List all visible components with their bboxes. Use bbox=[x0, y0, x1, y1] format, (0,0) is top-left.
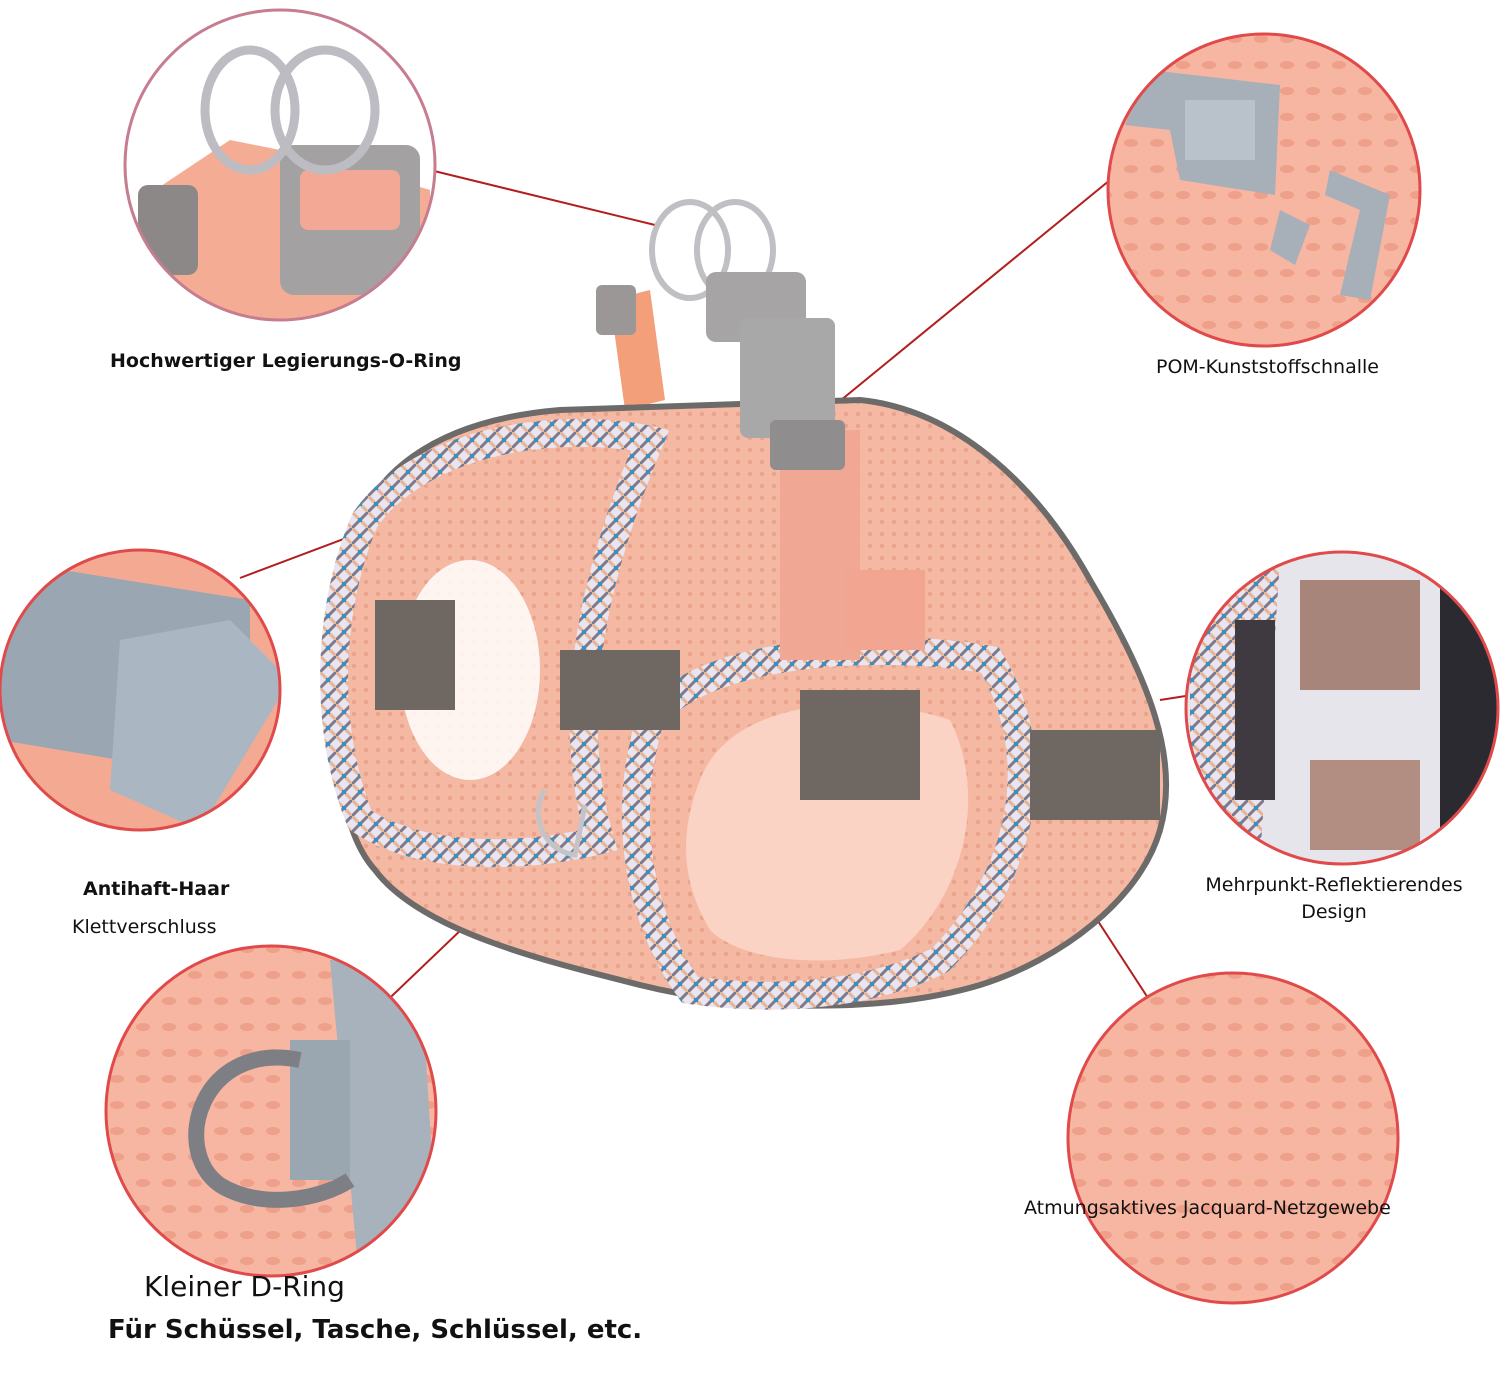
label-d-ring-title: Kleiner D-Ring bbox=[144, 1270, 345, 1303]
detail-circle-velcro bbox=[0, 548, 282, 832]
label-o-ring: Hochwertiger Legierungs-O-Ring bbox=[110, 350, 462, 372]
reflective-strip bbox=[375, 600, 1160, 820]
label-d-ring-sub: Für Schüssel, Tasche, Schlüssel, etc. bbox=[108, 1315, 643, 1345]
detail-circle-o-ring bbox=[123, 8, 437, 322]
detail-circle-reflective bbox=[1184, 550, 1500, 866]
d-ring-icon bbox=[535, 788, 588, 858]
detail-circle-d-ring bbox=[104, 944, 438, 1278]
label-buckle: POM-Kunststoffschnalle bbox=[1156, 356, 1379, 378]
label-mesh: Atmungsaktives Jacquard-Netzgewebe bbox=[1024, 1197, 1391, 1219]
detail-circle-mesh bbox=[1066, 971, 1400, 1305]
detail-circle-buckle bbox=[1106, 32, 1422, 348]
buckle-icon bbox=[706, 272, 845, 470]
label-velcro-line2: Klettverschluss bbox=[72, 916, 217, 938]
label-reflective: Mehrpunkt-Reflektierendes Design bbox=[1205, 874, 1463, 923]
harness-main-image bbox=[320, 199, 1170, 1010]
label-velcro-line1: Antihaft-Haar bbox=[83, 878, 230, 900]
